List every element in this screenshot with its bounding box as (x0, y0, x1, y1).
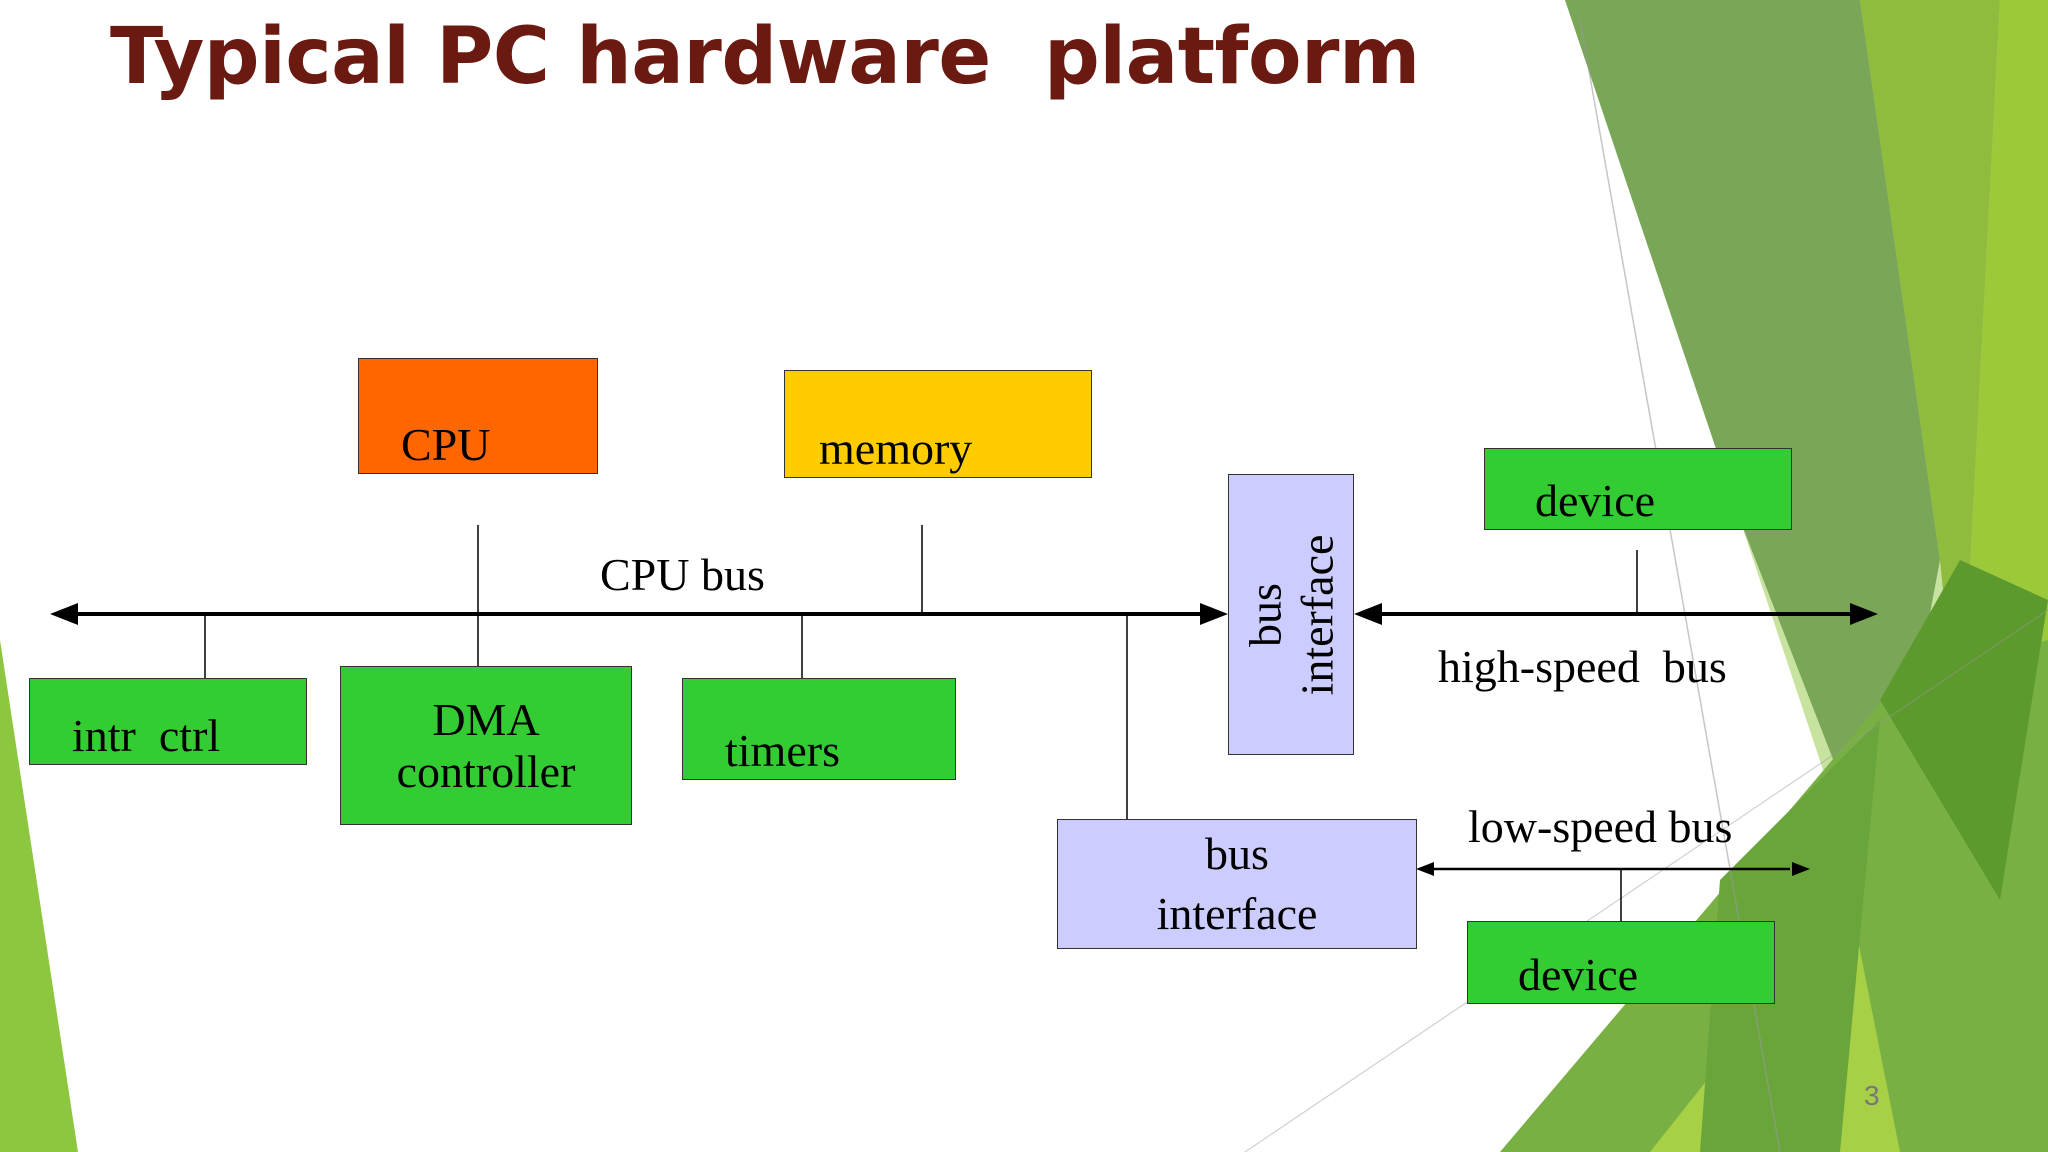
device-low-speed-box: device (1467, 921, 1775, 1004)
high-speed-bus-label: high-speed bus (1438, 641, 1727, 692)
page-number: 3 (1864, 1080, 1880, 1111)
timers-label: timers (725, 725, 840, 777)
cpu-bus-label: CPU bus (600, 549, 765, 600)
dma-label-line1: DMA (432, 693, 540, 745)
bus-interface-high-label: bus interface (1239, 534, 1342, 695)
bus-interface-low-label-line2: interface (1156, 888, 1318, 939)
bus-interface-high-box: bus interface (1228, 474, 1354, 755)
memory-box: memory (784, 370, 1092, 478)
low-speed-bus-label: low-speed bus (1468, 801, 1733, 852)
bus-interface-low-label-line1: bus (1205, 828, 1269, 880)
cpu-label: CPU (401, 419, 491, 471)
intr-ctrl-box: intr ctrl (29, 678, 307, 765)
high-speed-bus-right-arrowhead (1850, 603, 1878, 625)
device-high-speed-box: device (1484, 448, 1792, 530)
bus-interface-low-box: bus interface (1057, 819, 1417, 949)
device-low-speed-label: device (1518, 949, 1639, 1001)
memory-label: memory (819, 423, 973, 475)
dma-label-line2: controller (396, 745, 576, 797)
low-speed-bus-right-arrowhead (1792, 862, 1810, 876)
device-high-speed-label: device (1535, 475, 1656, 527)
cpu-box: CPU (358, 358, 598, 474)
high-speed-bus-left-arrowhead (1354, 603, 1382, 625)
low-speed-bus-left-arrowhead (1416, 862, 1434, 876)
cpu-bus-left-arrowhead (50, 603, 78, 625)
dma-controller-box: DMA controller (340, 666, 632, 825)
cpu-bus-right-arrowhead (1200, 603, 1228, 625)
timers-box: timers (682, 678, 956, 780)
intr-ctrl-label: intr ctrl (72, 710, 221, 762)
slide-title: Typical PC hardware platform (110, 12, 1420, 102)
